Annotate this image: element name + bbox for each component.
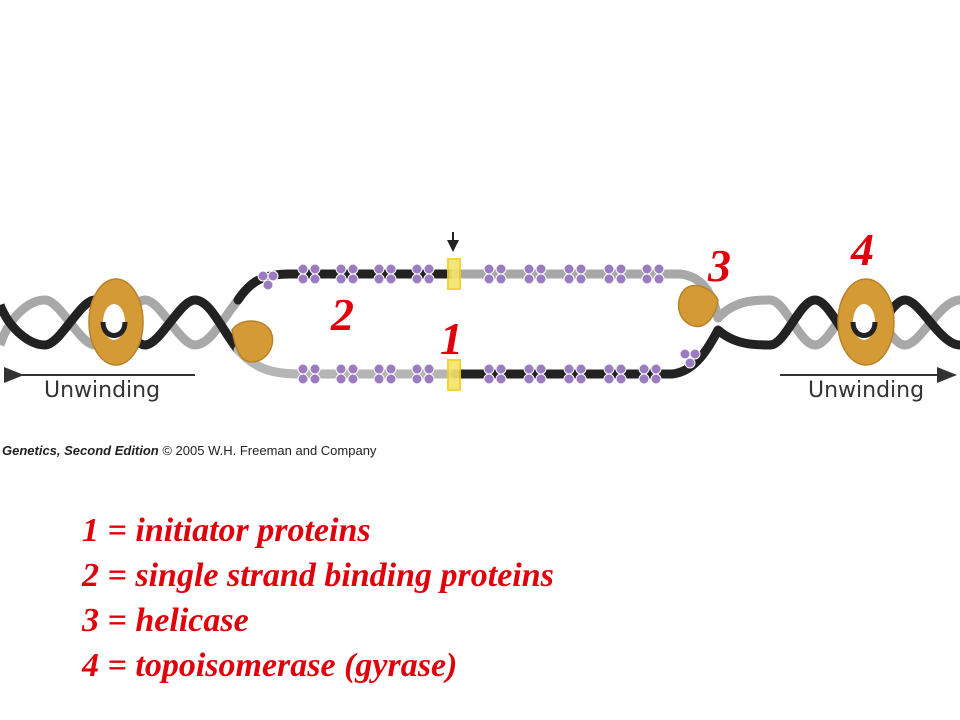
- replication-bubble-diagram: [0, 232, 960, 391]
- label-helicase: 3: [708, 240, 731, 291]
- legend-item: 3 = helicase: [82, 602, 249, 639]
- helicase-left: [231, 320, 274, 363]
- legend-item: 2 = single strand binding proteins: [82, 557, 554, 594]
- topoisomerase-left: [88, 278, 144, 366]
- origin-box-bottom: [447, 359, 461, 391]
- ssb-protein: [335, 263, 359, 285]
- ssb-protein: [523, 363, 547, 385]
- ssb-protein: [603, 263, 627, 285]
- label-topoisomerase: 4: [851, 224, 874, 275]
- ssb-protein: [679, 348, 701, 369]
- helicase-right: [677, 284, 719, 328]
- legend-item: 4 = topoisomerase (gyrase): [82, 647, 458, 684]
- origin-markers: [447, 232, 461, 391]
- ssb-protein: [297, 263, 321, 285]
- ssb-protein: [373, 263, 397, 285]
- ssb-protein: [523, 263, 547, 285]
- ssb-protein: [638, 363, 662, 385]
- ssb-protein: [297, 363, 321, 385]
- ssb-protein: [335, 363, 359, 385]
- label-initiator-proteins: 1: [440, 313, 463, 364]
- topoisomerase-right: [837, 278, 895, 366]
- ssb-protein: [373, 363, 397, 385]
- ssb-protein: [563, 263, 587, 285]
- credit-text: © 2005 W.H. Freeman and Company: [158, 443, 377, 458]
- ssb-protein: [483, 263, 507, 285]
- ssb-protein: [411, 363, 435, 385]
- book-title: Genetics, Second Edition: [2, 443, 159, 458]
- ssb-protein: [411, 263, 435, 285]
- legend: 1 = initiator proteins 2 = single strand…: [82, 508, 554, 688]
- ssb-protein: [603, 363, 627, 385]
- legend-item: 1 = initiator proteins: [82, 512, 371, 549]
- ssb-protein: [641, 263, 665, 285]
- origin-arrow-icon: [447, 240, 459, 252]
- copyright-credit: Genetics, Second Edition © 2005 W.H. Fre…: [2, 443, 376, 458]
- unwinding-label-left: Unwinding: [44, 378, 161, 403]
- ssb-protein: [483, 363, 507, 385]
- ssb-proteins: [257, 263, 701, 385]
- origin-box-top: [447, 258, 461, 290]
- ssb-protein: [563, 363, 587, 385]
- ssb-protein: [257, 270, 279, 291]
- unwinding-label-right: Unwinding: [808, 378, 925, 403]
- label-ssb-proteins: 2: [331, 289, 354, 340]
